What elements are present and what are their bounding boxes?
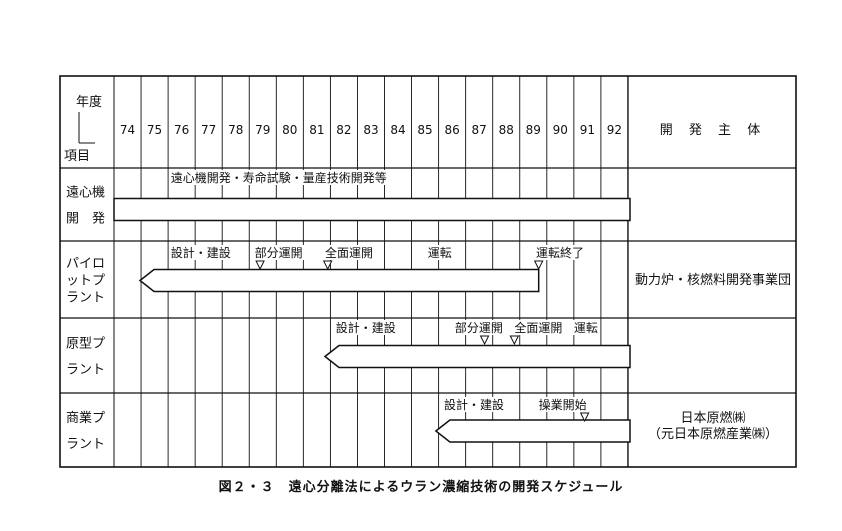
year-label: 91: [580, 123, 595, 137]
entity-jnfl-former: （元日本原燃産業㈱）: [648, 426, 778, 442]
annotation-background: [253, 245, 307, 260]
annotation-background: [334, 320, 400, 335]
row-label: 遠心機: [66, 186, 105, 201]
year-label: 76: [174, 123, 189, 137]
year-label: 80: [282, 123, 297, 137]
schedule-annotation: 運転: [428, 246, 452, 260]
schedule-annotations: 遠心機開発・寿命試験・量産技術開発等設計・建設部分運開全面運開運転運転終了設計・…: [169, 170, 601, 423]
year-label: 83: [363, 123, 378, 137]
schedule-annotation: 全面運開: [514, 320, 562, 335]
year-label: 90: [553, 123, 568, 137]
annotation-background: [443, 397, 509, 412]
row-label: ットプ: [66, 274, 105, 289]
row-label: パイロ: [66, 257, 105, 272]
schedule-annotation: 操業開始: [539, 397, 587, 412]
row-label: 原型プ: [66, 337, 105, 352]
milestone-marker: [322, 260, 333, 271]
row-label: ラント: [66, 437, 105, 452]
year-label: 88: [499, 123, 514, 137]
year-label: 81: [309, 123, 324, 137]
row-label: ラント: [66, 291, 105, 306]
year-label: 74: [120, 123, 135, 137]
schedule-annotation: 運転終了: [536, 245, 584, 260]
milestone-marker: [479, 335, 490, 346]
milestone-marker: [509, 335, 520, 346]
year-label: 77: [201, 123, 216, 137]
annotation-background: [537, 397, 591, 412]
entity-header-label: 開 発 主 体: [660, 123, 766, 138]
year-label: 92: [607, 123, 622, 137]
schedule-annotation: 部分運開: [455, 320, 503, 335]
schedule-annotation: 設計・建設: [336, 320, 396, 335]
annotation-background: [453, 320, 507, 335]
annotation-background: [323, 245, 377, 260]
year-label: 75: [147, 123, 162, 137]
year-label: 78: [228, 123, 243, 137]
schedule-annotation: 設計・建設: [444, 397, 504, 412]
annotation-background: [169, 170, 399, 185]
milestone-marker: [579, 412, 590, 423]
year-label: 84: [390, 123, 405, 137]
annotation-background: [426, 245, 454, 260]
row-label: 開 発: [66, 212, 105, 227]
schedule-annotation: 全面運開: [325, 245, 373, 260]
item-header-label: 項目: [64, 149, 90, 164]
year-label: 86: [444, 123, 459, 137]
schedule-annotation: 部分運開: [255, 245, 303, 260]
annotation-background: [513, 320, 566, 335]
schedule-annotation: 運転: [574, 321, 598, 335]
schedule-bars: [113, 197, 631, 443]
schedule-annotation: 遠心機開発・寿命試験・量産技術開発等: [171, 170, 387, 185]
year-header-label: 年度: [76, 94, 102, 110]
schedule-bar: [138, 268, 540, 293]
year-label: 79: [255, 123, 270, 137]
milestone-marker: [255, 260, 265, 271]
milestone-marker: [533, 260, 544, 271]
figure-caption: 図２・３ 遠心分離法によるウラン濃縮技術の開発スケジュール: [218, 480, 624, 495]
row-label: ラント: [66, 363, 105, 378]
row-label: 商業プ: [66, 410, 105, 426]
schedule-bar: [113, 197, 631, 222]
entity-donen: 動力炉・核燃料開発事業団: [635, 272, 791, 288]
year-label: 82: [336, 123, 351, 137]
year-label: 89: [526, 123, 541, 137]
annotation-background: [169, 245, 235, 260]
year-header-row: 74 75 76 77 78 79 80 81 82 83 84 85 86 87 88 89 90 91 92: [120, 123, 622, 137]
year-label: 85: [417, 123, 432, 137]
schedule-bar: [434, 419, 631, 443]
annotation-background: [534, 245, 588, 260]
schedule-annotation: 設計・建設: [171, 245, 231, 260]
year-label: 87: [472, 123, 487, 137]
table-border: [59, 75, 797, 468]
entity-jnfl: 日本原燃㈱: [680, 410, 745, 426]
schedule-bar: [323, 344, 631, 369]
annotation-background: [572, 320, 601, 335]
